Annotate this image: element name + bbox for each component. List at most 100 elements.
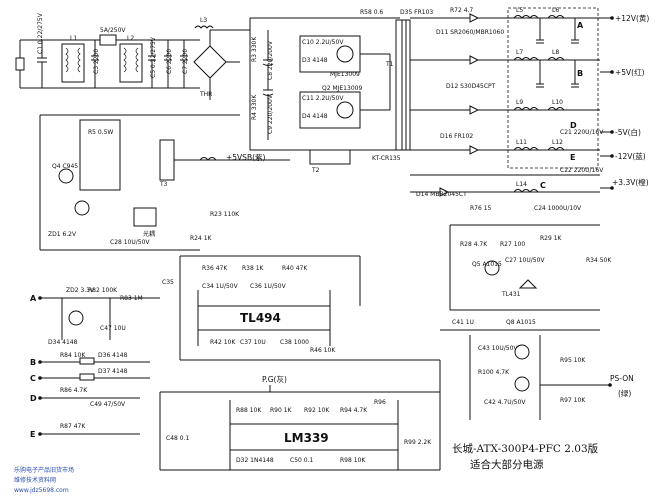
r96-label: R96 <box>374 399 386 406</box>
output-m5v-label: -5V(白) <box>615 127 641 137</box>
kt-label: KT-CR135 <box>372 155 401 162</box>
fuse-label: 5A/250V <box>100 27 126 34</box>
lm339-section <box>159 360 441 471</box>
d11-label: D11 SR2060/MBR1060 <box>436 29 504 36</box>
l12-label: L12 <box>552 139 563 146</box>
d35-label: D35 FR103 <box>400 9 433 16</box>
q1-transistor-icon <box>336 45 354 63</box>
l8-label: L8 <box>552 49 559 56</box>
r94-label: R94 4.7K <box>340 407 368 414</box>
c42-label: C42 4.7U/50V <box>484 399 526 406</box>
c5-label: C5 0.22/275V <box>150 36 157 78</box>
t3-label: T3 <box>159 181 168 188</box>
common-mode-choke-l2 <box>119 43 143 83</box>
c10-label: C10 2.2U/50V <box>302 39 344 46</box>
ps-on-color-label: (绿) <box>618 389 631 398</box>
ps-on-section <box>469 335 612 420</box>
letter-e-top: E <box>570 153 575 162</box>
letter-c-left: C <box>30 374 36 383</box>
ac-inlet-icon <box>15 57 25 71</box>
c41-label: C41 1U <box>452 319 474 326</box>
c35-label: C35 <box>162 279 174 286</box>
l11-label: L11 <box>516 139 527 146</box>
r80-resistor-icon <box>79 357 95 365</box>
lm339-chip <box>229 423 399 451</box>
r76-label: R76 15 <box>470 205 492 212</box>
l10-label: L10 <box>552 99 563 106</box>
c1-label: C1 0.22/275V <box>37 12 44 54</box>
tl494-chip <box>197 305 331 331</box>
q5-transistor-icon <box>484 260 500 276</box>
title-line-2: 适合大部分电源 <box>470 458 544 471</box>
r100-label: R100 4.7K <box>478 369 510 376</box>
r36-label: R36 47K <box>202 265 228 272</box>
letter-a-top: A <box>577 21 584 30</box>
c48-label: C48 0.1 <box>166 435 189 442</box>
watermark-line-3: www.jdz5698.com <box>14 487 69 494</box>
d16-diode-icon <box>469 145 480 155</box>
l9-label: L9 <box>516 99 523 106</box>
r27-label: R27 100 <box>500 241 525 248</box>
r98-label: R98 10K <box>340 457 366 464</box>
q2-label: Q2 MJE13009 <box>322 85 362 92</box>
r95-label: R95 10K <box>560 357 586 364</box>
secondary-rectifiers <box>410 7 600 197</box>
output-5vsb-label: +5VSB(紫) <box>226 153 266 162</box>
tl494-section <box>179 255 600 361</box>
r46-label: R46 10K <box>310 347 336 354</box>
d11-diode-icon <box>469 55 480 65</box>
d12-label: D12 S30D45CPT <box>446 83 496 90</box>
c47-label: C47 10U <box>100 325 126 332</box>
c21-label: C21 220U/16V <box>560 129 604 136</box>
d14-diode-icon <box>439 187 450 197</box>
r3-label: R3 330K <box>251 36 258 62</box>
r90-label: R90 1K <box>270 407 293 414</box>
pg-label: P.G(灰) <box>262 374 287 384</box>
heatsink-dashed-box <box>507 7 599 169</box>
q2-transistor-icon <box>336 101 354 119</box>
r4-label: R4 330K <box>251 94 258 120</box>
r88-label: R88 10K <box>236 407 262 414</box>
l7-label: L7 <box>516 49 523 56</box>
r87-label: R87 47K <box>60 423 86 430</box>
c37-label: C37 10U <box>240 339 266 346</box>
standby-supply <box>39 114 290 251</box>
r81-resistor-icon <box>79 373 95 381</box>
r92-label: R92 10K <box>304 407 330 414</box>
r99-label: R99 2.2K <box>404 439 432 446</box>
r72-label: R72 4.7 <box>450 7 473 14</box>
watermark: 乐购电子产品旧货市场 维修技术资料网 www.jdz5698.com <box>14 466 74 494</box>
letter-a-left: A <box>30 294 37 303</box>
r38-label: R38 1K <box>242 265 265 272</box>
watermark-line-1: 乐购电子产品旧货市场 <box>14 466 74 474</box>
l2-label: L2 <box>127 35 134 42</box>
c36-label: C36 1U/50V <box>250 283 287 290</box>
r97-label: R97 10K <box>560 397 586 404</box>
r24-label: R24 1K <box>190 235 213 242</box>
half-bridge-primary <box>249 17 411 165</box>
tl431-icon <box>518 279 538 289</box>
t1-label: T1 <box>385 61 394 68</box>
l6-label: L6 <box>552 7 559 14</box>
q4-transistor-icon <box>74 200 90 216</box>
letter-d-top: D <box>570 121 577 130</box>
bridge-rectifier <box>193 45 227 79</box>
tl431-label: TL431 <box>501 291 521 298</box>
letter-e-left: E <box>30 430 35 439</box>
q5-label: Q5 A1015 <box>472 261 502 268</box>
l3-label: L3 <box>200 17 207 24</box>
q1-label: MJE13009 <box>330 71 360 78</box>
d10-diode-icon <box>469 13 480 23</box>
q4-label: Q4 C945 <box>52 163 78 170</box>
c27-label: C27 10U/50V <box>505 257 545 264</box>
ps-on-label: PS-ON <box>610 374 634 383</box>
d32-label: D32 1N4148 <box>236 457 274 464</box>
d3-label: D3 4148 <box>302 57 328 64</box>
q3-transistor-icon <box>58 168 74 184</box>
c11-label: C11 2.2U/50V <box>302 95 344 102</box>
emi-filter-section <box>15 25 250 100</box>
d14-label: D14 MBR2045CT <box>416 191 467 198</box>
d16-label: D16 FR102 <box>440 133 473 140</box>
letter-b-left: B <box>30 358 36 367</box>
